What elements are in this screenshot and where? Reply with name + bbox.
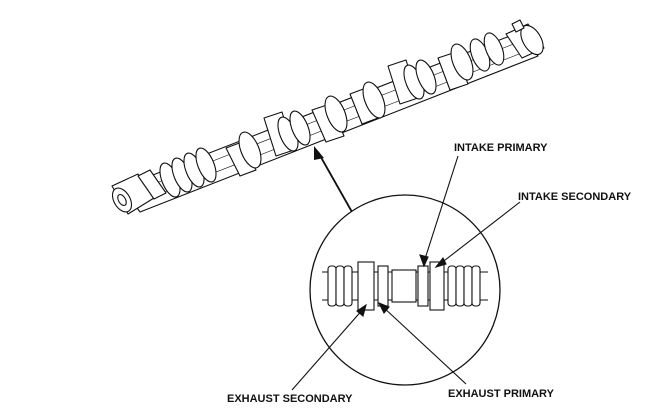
leader-intake-primary	[423, 155, 459, 263]
camshaft-illustration	[111, 19, 545, 215]
camshaft-nose	[111, 169, 167, 215]
detail-exhaust-secondary-lobe	[357, 261, 375, 311]
label-intake-primary: INTAKE PRIMARY	[454, 142, 548, 154]
leader-lines	[291, 155, 521, 391]
journal-rings-front	[159, 147, 217, 198]
label-exhaust-secondary: EXHAUST SECONDARY	[227, 393, 353, 405]
label-intake-secondary: INTAKE SECONDARY	[518, 191, 632, 203]
detail-camshaft-section	[322, 261, 488, 311]
leader-intake-secondary	[439, 201, 521, 265]
camshaft-rear-end	[505, 19, 545, 59]
label-exhaust-primary: EXHAUST PRIMARY	[448, 388, 555, 400]
detail-magnifier	[309, 194, 501, 386]
detail-exhaust-primary-lobe	[377, 265, 389, 307]
leader-exhaust-primary	[381, 305, 467, 385]
detail-intake-secondary-lobe	[429, 261, 445, 311]
detail-intake-primary-lobe	[417, 265, 429, 307]
detail-pointer-arrow	[314, 146, 353, 213]
cam-lobes	[225, 32, 505, 177]
leader-exhaust-secondary	[291, 307, 365, 391]
